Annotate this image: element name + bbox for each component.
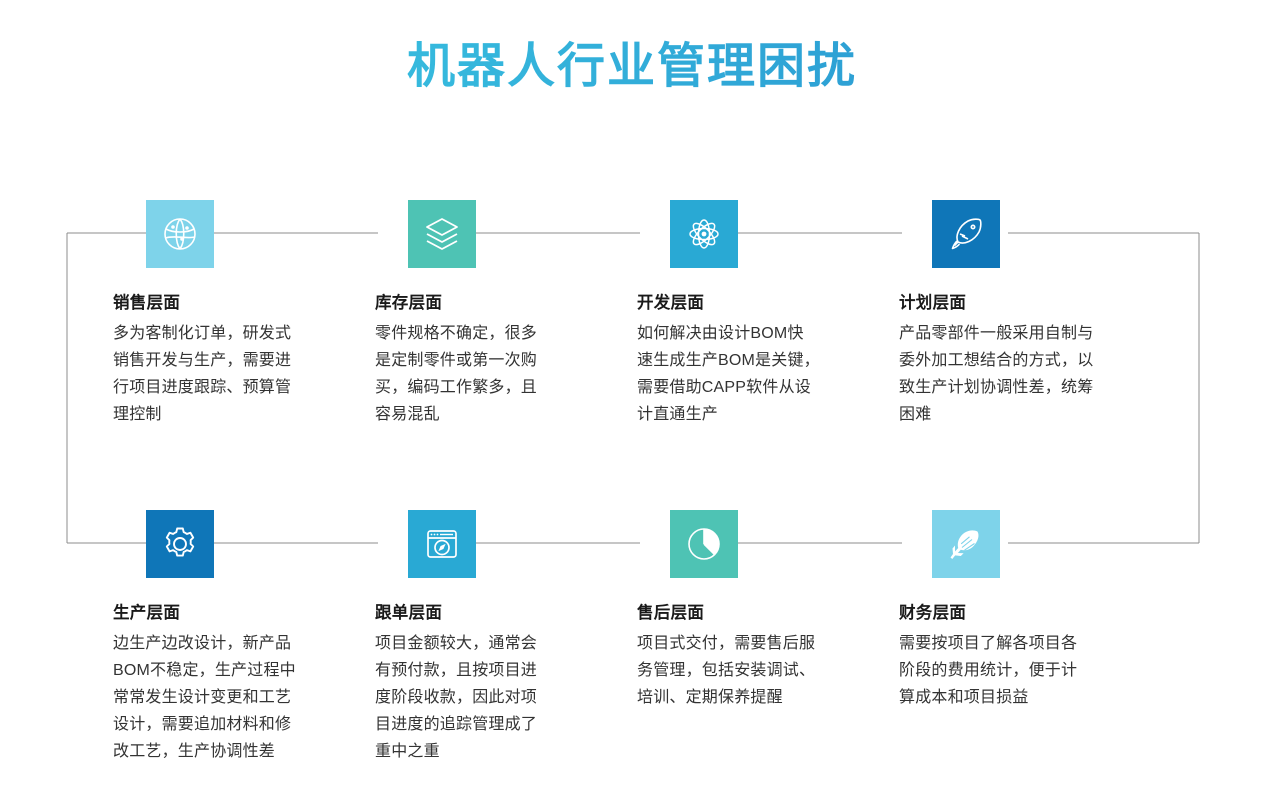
icon-tile-sales[interactable]: [146, 200, 214, 268]
icon-tile-production[interactable]: [146, 510, 214, 578]
icon-tile-inventory[interactable]: [408, 200, 476, 268]
item-title: 生产层面: [113, 604, 181, 622]
icon-tile-finance[interactable]: [932, 510, 1000, 578]
item-title: 开发层面: [637, 294, 705, 312]
item-title: 销售层面: [113, 294, 181, 312]
icon-tile-planning[interactable]: [932, 200, 1000, 268]
layers-stack-icon: [422, 214, 462, 254]
item-description: 多为客制化订单，研发式 销售开发与生产，需要进 行项目进度跟踪、预算管 理控制: [113, 325, 292, 423]
item-title: 财务层面: [899, 604, 967, 622]
item-card-finance: 财务层面 需要按项目了解各项目各 阶段的费用统计，便于计 算成本和项目损益: [899, 510, 1149, 711]
item-description: 项目金额较大，通常会 有预付款，且按项目进 度阶段收款，因此对项 目进度的追踪管…: [375, 635, 538, 760]
item-card-inventory: 库存层面 零件规格不确定，很多 是定制零件或第一次购 买，编码工作繁多，且 容易…: [375, 200, 625, 428]
atom-icon: [684, 214, 724, 254]
gear-icon: [160, 524, 200, 564]
item-card-order-tracking: 跟单层面 项目金额较大，通常会 有预付款，且按项目进 度阶段收款，因此对项 目进…: [375, 510, 625, 765]
item-description: 项目式交付，需要售后服 务管理，包括安装调试、 培训、定期保养提醒: [637, 635, 816, 706]
icon-tile-order-tracking[interactable]: [408, 510, 476, 578]
item-title: 计划层面: [899, 294, 967, 312]
pie-chart-icon: [684, 524, 724, 564]
item-card-after-sales: 售后层面 项目式交付，需要售后服 务管理，包括安装调试、 培训、定期保养提醒: [637, 510, 887, 711]
item-title: 跟单层面: [375, 604, 443, 622]
item-card-development: 开发层面 如何解决由设计BOM快 速生成生产BOM是关键， 需要借助CAPP软件…: [637, 200, 887, 428]
item-description: 如何解决由设计BOM快 速生成生产BOM是关键， 需要借助CAPP软件从设 计直…: [637, 325, 820, 423]
item-card-planning: 计划层面 产品零部件一般采用自制与 委外加工想结合的方式，以 致生产计划协调性差…: [899, 200, 1149, 428]
item-description: 产品零部件一般采用自制与 委外加工想结合的方式，以 致生产计划协调性差，统筹 困…: [899, 325, 1094, 423]
icon-tile-after-sales[interactable]: [670, 510, 738, 578]
page-title: 机器人行业管理困扰: [0, 36, 1264, 98]
icon-tile-development[interactable]: [670, 200, 738, 268]
item-description: 需要按项目了解各项目各 阶段的费用统计，便于计 算成本和项目损益: [899, 635, 1078, 706]
item-title: 售后层面: [637, 604, 705, 622]
item-card-production: 生产层面 边生产边改设计，新产品 BOM不稳定，生产过程中 常常发生设计变更和工…: [113, 510, 363, 765]
item-description: 边生产边改设计，新产品 BOM不稳定，生产过程中 常常发生设计变更和工艺 设计，…: [113, 635, 296, 760]
item-description: 零件规格不确定，很多 是定制零件或第一次购 买，编码工作繁多，且 容易混乱: [375, 325, 538, 423]
browser-compass-icon: [422, 524, 462, 564]
item-title: 库存层面: [375, 294, 443, 312]
item-card-sales: 销售层面 多为客制化订单，研发式 销售开发与生产，需要进 行项目进度跟踪、预算管…: [113, 200, 363, 428]
rocket-icon: [946, 214, 986, 254]
feather-icon: [946, 524, 986, 564]
globe-network-icon: [160, 214, 200, 254]
